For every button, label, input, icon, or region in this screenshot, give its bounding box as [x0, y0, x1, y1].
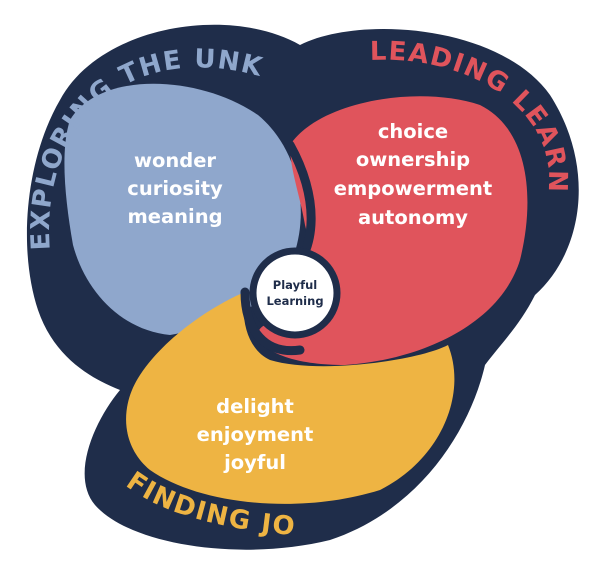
joy-word: delight [216, 395, 294, 418]
joy-word: joyful [223, 451, 286, 474]
center-label-line2: Learning [266, 294, 323, 308]
joy-petal [126, 292, 455, 504]
center-label-line1: Playful [273, 278, 317, 292]
leading-word: empowerment [334, 177, 493, 200]
leading-word: choice [378, 120, 448, 143]
exploring-petal [64, 83, 301, 335]
center-circle [249, 247, 341, 339]
leading-word: ownership [356, 148, 470, 171]
leading-word: autonomy [358, 206, 468, 229]
swirl-divider-lower [240, 287, 305, 356]
exploring-word: wonder [134, 149, 216, 172]
exploring-word: curiosity [127, 177, 223, 200]
exploring-word: meaning [127, 205, 222, 228]
joy-word: enjoyment [197, 423, 314, 446]
